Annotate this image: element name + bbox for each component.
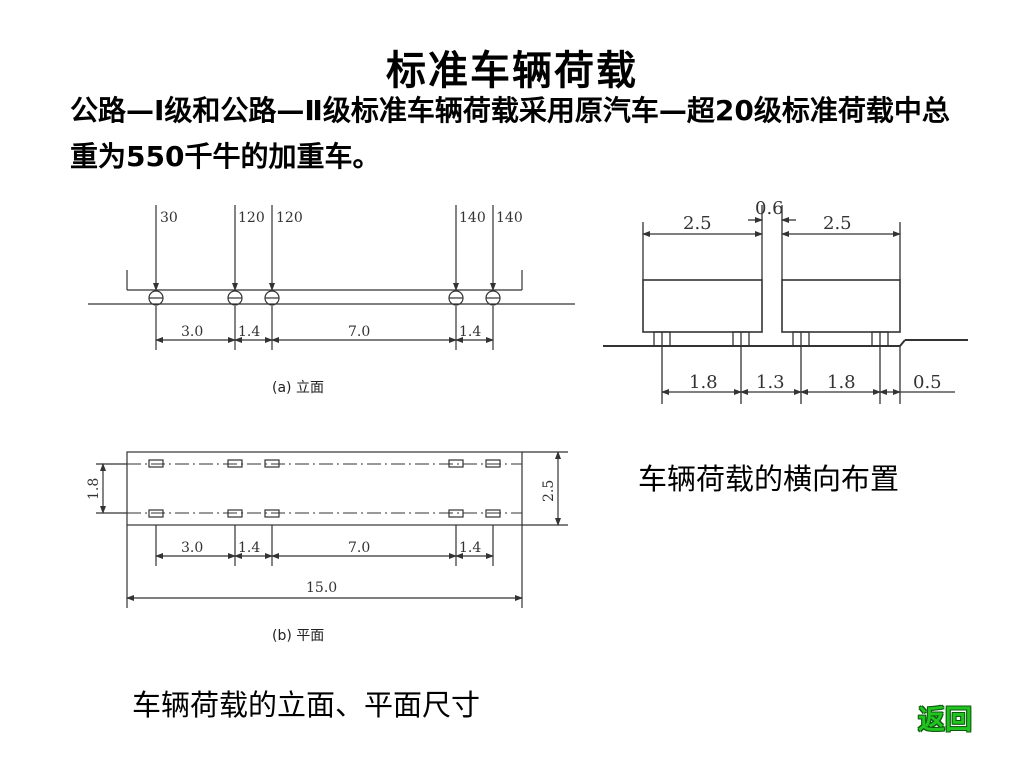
bottom-dim-label: 1.8 — [689, 372, 718, 393]
load-label: 120 — [238, 210, 265, 226]
width-label: 2.5 — [541, 480, 557, 502]
spacing-label: 1.4 — [238, 324, 260, 340]
total-length-label: 15.0 — [306, 580, 337, 596]
elevation-spacing-labels: 3.0 1.4 7.0 1.4 — [181, 324, 481, 340]
transverse-caption: 车辆荷载的横向布置 — [638, 462, 900, 496]
intro-text: 公路—Ⅰ级和公路—Ⅱ级标准车辆荷载采用原汽车—超20级标准荷载中总重为550千牛… — [70, 94, 950, 173]
gap-label: 0.6 — [755, 198, 784, 219]
load-label: 30 — [160, 210, 178, 226]
spacing-label: 1.4 — [459, 324, 481, 340]
spacing-label: 1.4 — [238, 540, 260, 556]
vehicle-width-label: 2.5 — [683, 213, 712, 234]
spacing-label: 7.0 — [348, 324, 370, 340]
spacing-label: 1.4 — [459, 540, 481, 556]
slide-title: 标准车辆荷载 — [386, 47, 638, 94]
bottom-dim-label: 0.5 — [913, 372, 942, 393]
elevation-label: (a) 立面 — [272, 380, 324, 396]
spacing-label: 3.0 — [181, 540, 203, 556]
back-button[interactable]: 返回 — [918, 704, 972, 736]
wheel-track-label: 1.8 — [86, 478, 102, 500]
load-label: 140 — [459, 210, 486, 226]
plan-diagram — [96, 451, 568, 608]
transverse-diagram — [603, 205, 968, 404]
transverse-labels: 2.5 2.5 0.6 1.8 1.3 1.8 0.5 — [683, 198, 942, 393]
spacing-label: 3.0 — [181, 324, 203, 340]
load-label: 140 — [496, 210, 523, 226]
elevation-plan-caption: 车辆荷载的立面、平面尺寸 — [132, 688, 481, 722]
plan-spacing-labels: 3.0 1.4 7.0 1.4 15.0 1.8 2.5 — [86, 478, 557, 596]
elevation-diagram — [88, 205, 575, 350]
vehicle-width-label: 2.5 — [823, 213, 852, 234]
load-label: 120 — [276, 210, 303, 226]
elevation-load-labels: 30 120 120 140 140 — [160, 210, 523, 226]
bottom-dim-label: 1.8 — [827, 372, 856, 393]
plan-label: (b) 平面 — [272, 628, 324, 644]
spacing-label: 7.0 — [348, 540, 370, 556]
bottom-dim-label: 1.3 — [756, 372, 785, 393]
